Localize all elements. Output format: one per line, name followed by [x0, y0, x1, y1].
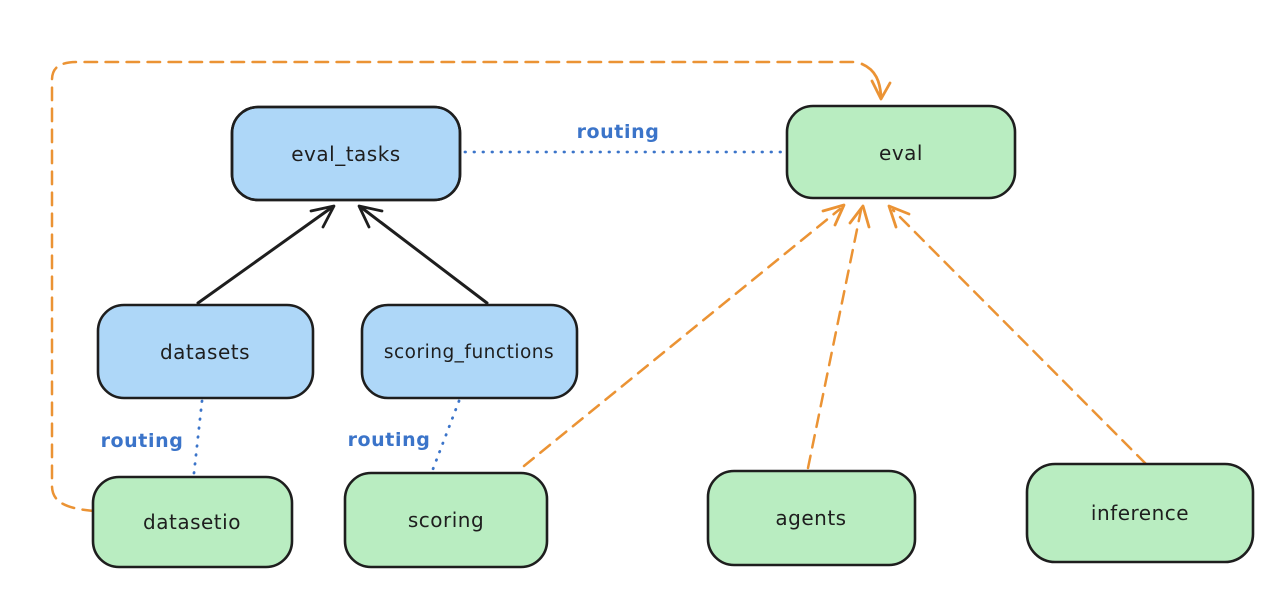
routing-label-scoring: routing	[348, 429, 431, 451]
routing-label-datasetio: routing	[101, 430, 184, 452]
node-label-eval: eval	[879, 141, 923, 165]
node-label-inference: inference	[1091, 501, 1189, 525]
edge-datasets-to-eval-tasks	[196, 204, 336, 305]
edge-scoring-to-eval	[522, 203, 846, 468]
edge-inference-to-eval	[887, 204, 1148, 466]
node-label-agents: agents	[775, 506, 846, 530]
node-datasets: datasets	[96, 303, 315, 400]
routing-label-top: routing	[577, 121, 660, 143]
node-label-datasets: datasets	[160, 340, 250, 364]
node-label-scoring-functions: scoring_functions	[384, 342, 554, 363]
node-label-scoring: scoring	[408, 508, 484, 532]
node-label-datasetio: datasetio	[143, 510, 241, 534]
node-scoring-functions: scoring_functions	[360, 303, 579, 400]
node-scoring: scoring	[343, 471, 549, 569]
edge-routing-scoring-functions-scoring	[431, 399, 461, 471]
node-label-eval-tasks: eval_tasks	[291, 142, 400, 166]
node-eval-tasks: eval_tasks	[230, 105, 462, 202]
edge-scoring-functions-to-eval-tasks	[357, 204, 489, 305]
node-datasetio: datasetio	[91, 475, 294, 569]
node-agents: agents	[706, 469, 917, 567]
edge-datasetio-to-eval	[50, 60, 892, 513]
edge-agents-to-eval	[806, 204, 871, 470]
node-eval: eval	[785, 104, 1017, 200]
node-inference: inference	[1025, 462, 1255, 564]
edge-routing-datasets-datasetio	[192, 399, 204, 475]
